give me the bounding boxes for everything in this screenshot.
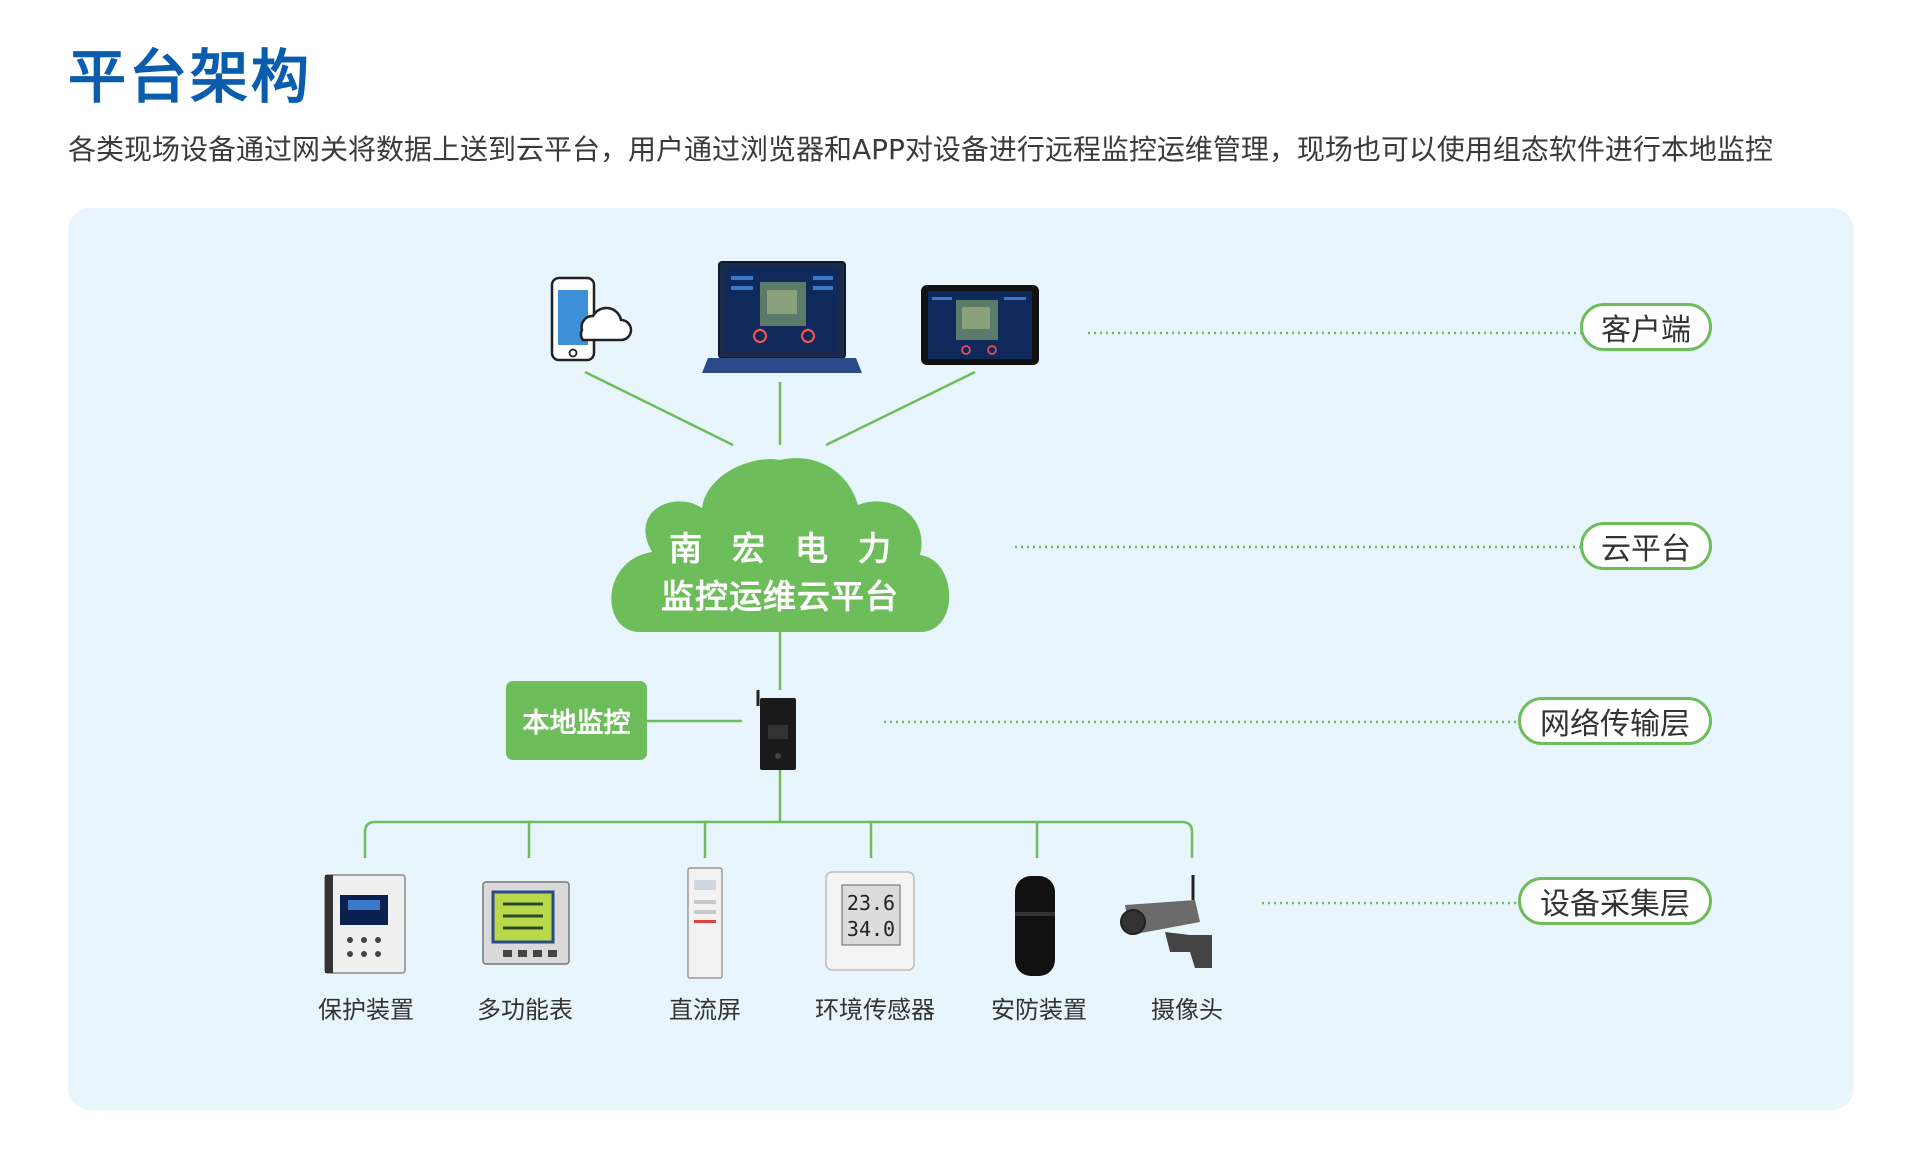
device-label-shexiang: 摄像头 [1151, 996, 1223, 1024]
phone-icon [550, 276, 633, 362]
gateway-icon [756, 690, 796, 770]
device-label-zhiliu: 直流屏 [669, 996, 741, 1024]
cloud-line-1: 南宏电力 [669, 529, 921, 568]
cloud-line-2: 监控运维云平台 [661, 577, 899, 616]
device-label-baohu: 保护装置 [318, 996, 414, 1024]
layer-pill-device: 设备采集层 [1518, 877, 1712, 925]
layer-pill-network: 网络传输层 [1518, 697, 1712, 745]
security-detector-icon [1015, 876, 1055, 976]
laptop-icon [702, 261, 862, 373]
multifunction-meter-icon [482, 881, 570, 965]
line-phone-cloud [584, 370, 734, 447]
device-label-anfang: 安防装置 [991, 996, 1087, 1024]
sensor-temp-value: 23.6 [847, 891, 895, 915]
page-title: 平台架构 [68, 43, 313, 111]
environment-sensor-icon: 23.6 34.0 [825, 871, 915, 971]
device-bus [363, 820, 1194, 858]
protection-relay-icon [324, 874, 406, 974]
page-subtitle: 各类现场设备通过网关将数据上送到云平台，用户通过浏览器和APP对设备进行远程监控… [68, 133, 1773, 166]
layer-pill-client: 客户端 [1580, 303, 1712, 351]
device-label-duogongneng: 多功能表 [477, 996, 573, 1024]
device-label-huanjing: 环境传感器 [815, 996, 935, 1024]
sensor-humidity-value: 34.0 [847, 917, 895, 941]
tablet-icon [921, 285, 1039, 365]
line-tablet-cloud [825, 370, 976, 447]
layer-pill-cloud: 云平台 [1580, 522, 1712, 570]
local-monitor-box: 本地监控 [506, 681, 647, 760]
camera-icon [1120, 875, 1212, 968]
dc-cabinet-icon [687, 867, 723, 979]
cloud-shape [611, 458, 950, 632]
